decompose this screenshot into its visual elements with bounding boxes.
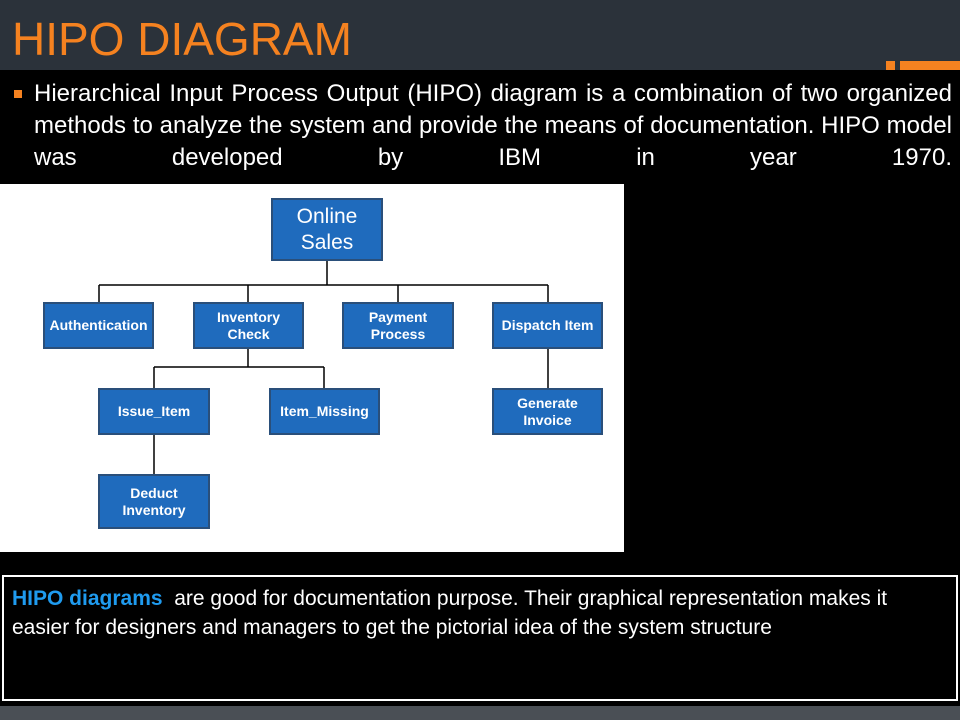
node-issue-item: Issue_Item bbox=[98, 388, 210, 435]
note-text: are good for documentation purpose. Thei… bbox=[12, 587, 893, 639]
note-box: HIPO diagrams are good for documentation… bbox=[2, 575, 958, 701]
node-item-missing: Item_Missing bbox=[269, 388, 380, 435]
accent-bar bbox=[900, 61, 960, 70]
node-deduct-inventory: Deduct Inventory bbox=[98, 474, 210, 529]
accent-square bbox=[886, 61, 895, 70]
bullet-text: Hierarchical Input Process Output (HIPO)… bbox=[34, 80, 952, 171]
bullet-paragraph: Hierarchical Input Process Output (HIPO)… bbox=[14, 78, 952, 174]
connector-lines bbox=[98, 260, 549, 474]
slide-title: HIPO DIAGRAM bbox=[12, 13, 352, 65]
node-inventory-check: Inventory Check bbox=[193, 302, 304, 349]
footer-bar bbox=[0, 706, 960, 720]
node-payment-process: Payment Process bbox=[342, 302, 454, 349]
title-bar: HIPO DIAGRAM bbox=[0, 0, 960, 70]
node-authentication: Authentication bbox=[43, 302, 154, 349]
node-online-sales: Online Sales bbox=[271, 198, 383, 261]
node-generate-invoice: Generate Invoice bbox=[492, 388, 603, 435]
bullet-marker bbox=[14, 90, 22, 98]
note-emphasis: HIPO diagrams bbox=[12, 587, 163, 610]
node-dispatch-item: Dispatch Item bbox=[492, 302, 603, 349]
hipo-diagram: Online Sales Authentication Inventory Ch… bbox=[0, 184, 624, 552]
